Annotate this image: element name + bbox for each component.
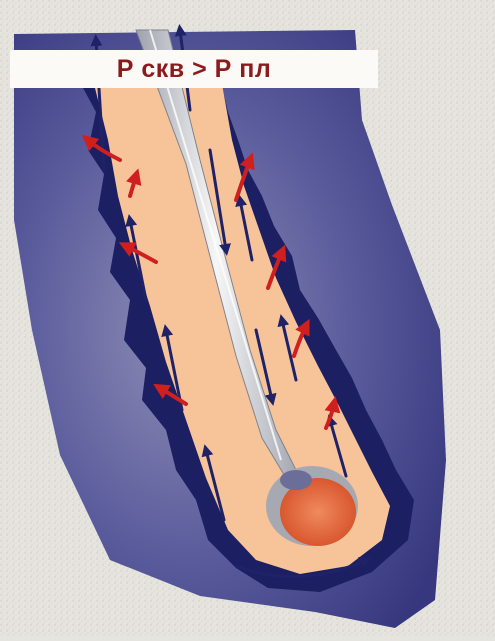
pressure-label-band: Р скв > Р пл xyxy=(10,50,378,88)
pressure-condition-label: Р скв > Р пл xyxy=(117,55,272,84)
drill-bit-nozzle xyxy=(280,470,312,490)
